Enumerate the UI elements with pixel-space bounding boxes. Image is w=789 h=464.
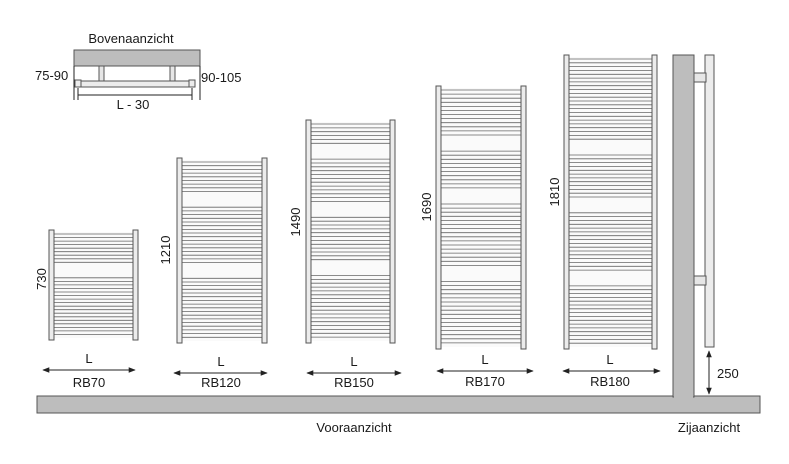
- radiator-rail-right: [261, 157, 268, 344]
- radiator-height-label: 1490: [288, 208, 303, 237]
- side-view-floor-joint: [674, 394, 693, 398]
- top-view-end-right: [188, 79, 196, 88]
- side-view-wall: [672, 54, 695, 398]
- radiator-rail-right: [651, 54, 658, 350]
- radiator-rb180: 1810 L RB180: [547, 54, 661, 389]
- front-view-label: Vooraanzicht: [316, 420, 392, 435]
- top-view-end-left: [74, 79, 82, 88]
- side-view-bracket-bottom: [693, 275, 707, 286]
- side-view-bracket-top: [693, 72, 707, 83]
- radiator-model-label: RB70: [73, 375, 106, 390]
- radiator-height-label: 730: [34, 268, 49, 290]
- radiator-rail-left: [435, 85, 442, 350]
- top-view-right-dim: 90-105: [201, 70, 241, 85]
- radiator-height-label: 1210: [158, 236, 173, 265]
- top-view-bracket-right: [169, 65, 176, 83]
- radiator-panel: [311, 122, 390, 341]
- radiator-rb120: 1210 L RB120: [158, 157, 268, 390]
- top-view-title: Bovenaanzicht: [88, 31, 174, 46]
- radiator-rail-right: [520, 85, 527, 350]
- top-view-width-dim: L - 30: [117, 97, 150, 112]
- floor: [36, 395, 761, 414]
- radiator-width-label: L: [85, 351, 92, 366]
- radiator-model-label: RB150: [334, 375, 374, 390]
- radiator-model-label: RB180: [590, 374, 630, 389]
- radiator-height-label: 1810: [547, 178, 562, 207]
- radiator-model-label: RB170: [465, 374, 505, 389]
- top-view-wall: [73, 49, 201, 67]
- top-view-left-dim: 75-90: [35, 68, 68, 83]
- side-view: 250: [693, 54, 739, 395]
- radiator-height-label: 1690: [419, 193, 434, 222]
- radiator-rb70: 730 L RB70: [34, 229, 139, 390]
- top-view-radiator: [79, 80, 196, 88]
- top-view-bracket-left: [98, 65, 105, 83]
- front-view: 730 L RB70 1210 L RB120 1490 L RB150 169…: [34, 54, 661, 390]
- radiator-rb150: 1490 L RB150: [288, 119, 402, 390]
- radiator-width-label: L: [350, 354, 357, 369]
- radiator-width-label: L: [217, 354, 224, 369]
- radiator-rail-left: [563, 54, 570, 350]
- side-view-floor-dim: 250: [717, 366, 739, 381]
- top-view: Bovenaanzicht 75-90 90-105 L - 30: [35, 31, 241, 112]
- radiator-rail-right: [389, 119, 396, 344]
- radiator-model-label: RB120: [201, 375, 241, 390]
- radiator-width-label: L: [481, 352, 488, 367]
- radiator-panel: [182, 160, 262, 341]
- side-view-label: Zijaanzicht: [678, 420, 741, 435]
- radiator-rail-left: [305, 119, 312, 344]
- radiator-panel: [569, 57, 652, 347]
- radiator-width-label: L: [606, 352, 613, 367]
- radiator-rail-left: [48, 229, 55, 341]
- radiator-rb170: 1690 L RB170: [419, 85, 534, 389]
- radiator-rail-left: [176, 157, 183, 344]
- radiator-rail-right: [132, 229, 139, 341]
- side-view-radiator: [704, 54, 715, 348]
